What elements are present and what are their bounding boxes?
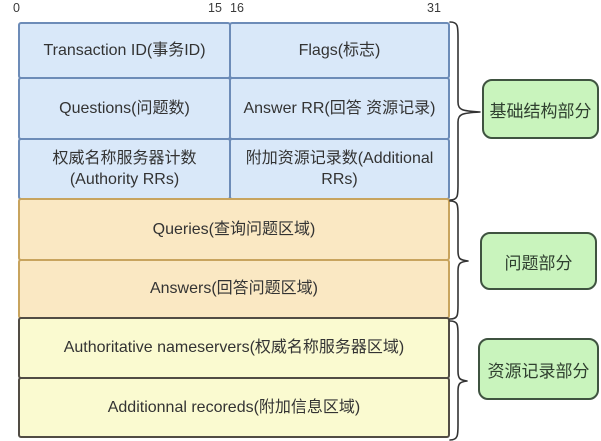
brace-question-section xyxy=(449,200,469,320)
cell-flags: Flags(标志) xyxy=(229,22,450,79)
section-braces xyxy=(449,21,481,441)
cell-transaction-id: Transaction ID(事务ID) xyxy=(18,22,231,79)
cell-answers: Answers(回答问题区域) xyxy=(18,259,450,319)
cell-questions: Questions(问题数) xyxy=(18,77,231,140)
cell-queries: Queries(查询问题区域) xyxy=(18,198,450,261)
brace-record-section xyxy=(449,320,468,441)
label-basic-structure: 基础结构部分 xyxy=(482,79,599,139)
ruler-bit-16: 16 xyxy=(230,1,244,15)
cell-answer-rr: Answer RR(回答 资源记录) xyxy=(229,77,450,140)
label-resource-records: 资源记录部分 xyxy=(478,338,599,400)
cell-authority-rrs: 权威名称服务器计数 (Authority RRs) xyxy=(18,138,231,200)
brace-header-section xyxy=(449,21,481,201)
cell-additional-rrs: 附加资源记录数(Additional RRs) xyxy=(229,138,450,200)
ruler-bit-15: 15 xyxy=(208,1,222,15)
cell-additional-records: Additionnal recoreds(附加信息区域) xyxy=(18,377,450,438)
ruler-bit-31: 31 xyxy=(427,1,441,15)
ruler-bit-0: 0 xyxy=(13,1,20,15)
cell-authoritative-nameservers: Authoritative nameservers(权威名称服务器区域) xyxy=(18,317,450,379)
label-question-part: 问题部分 xyxy=(480,232,597,290)
